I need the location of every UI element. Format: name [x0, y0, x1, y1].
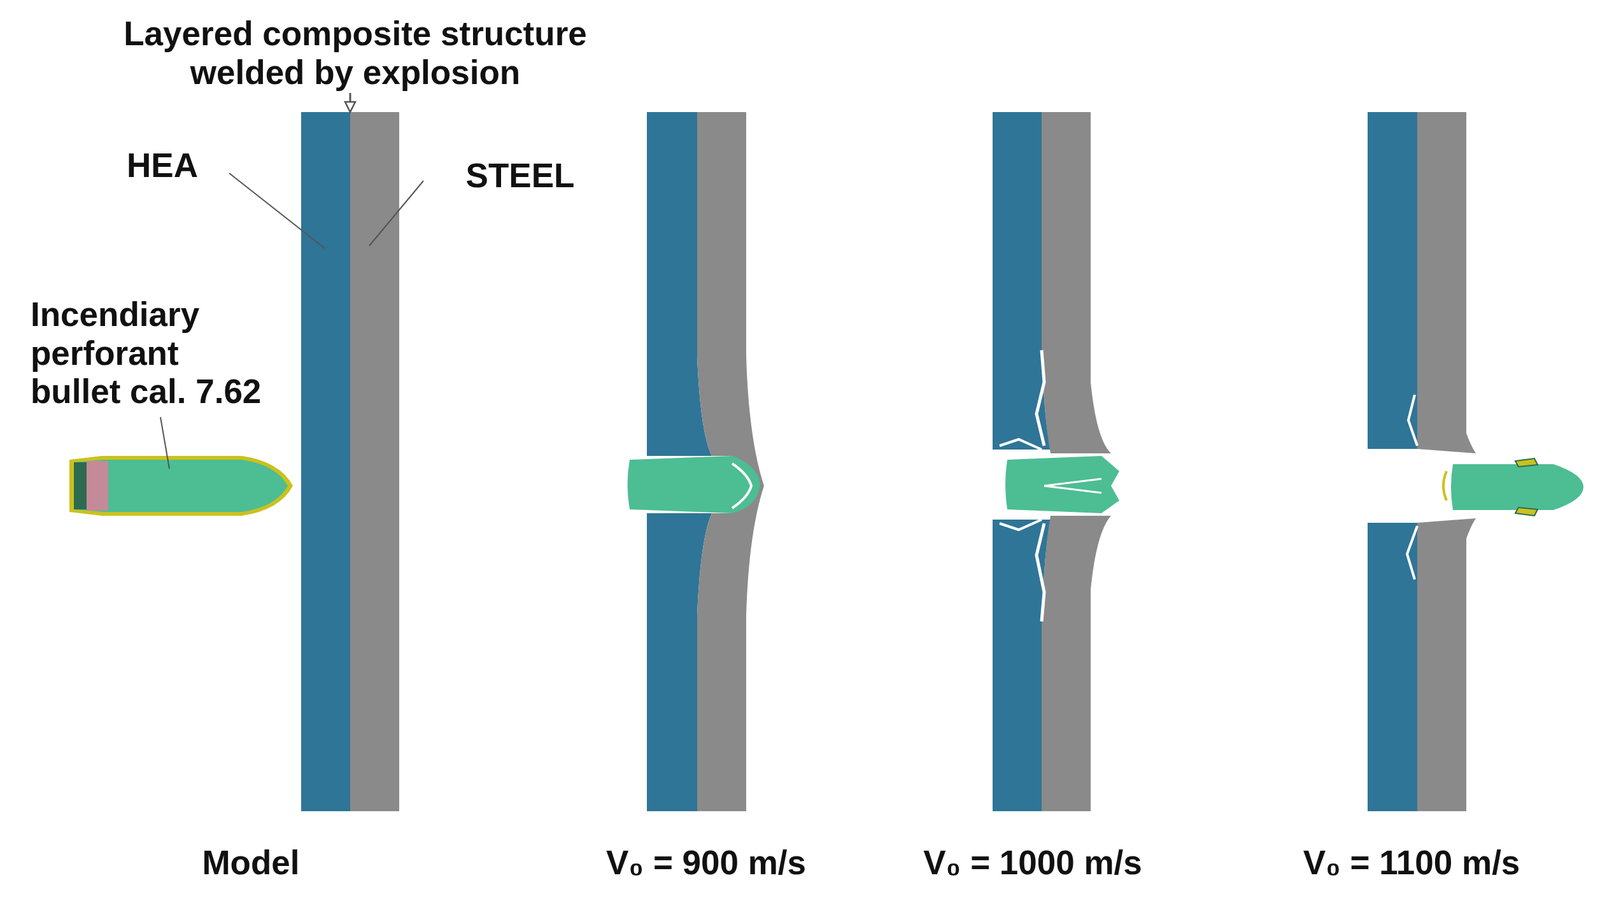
- steel-layer: [1417, 112, 1476, 454]
- bullet-fold: [732, 463, 752, 509]
- plate-1100: [1367, 112, 1584, 812]
- deformed-bullet: [1005, 455, 1120, 514]
- hea-layer: [301, 112, 351, 812]
- model-bullet: [69, 455, 293, 516]
- case-label: Model: [201, 843, 301, 883]
- plate-1000: [992, 112, 1120, 812]
- crack: [1407, 525, 1418, 580]
- incendiary-charge: [86, 460, 109, 511]
- interface-label: Layered composite structure welded by ex…: [123, 14, 588, 93]
- exit-bullet: [1451, 464, 1584, 510]
- model-plate: [301, 112, 400, 812]
- bullet-fold: [1044, 478, 1102, 486]
- projectile-label: Incendiary perforant bullet cal. 7.62: [30, 295, 263, 412]
- crack: [1408, 394, 1418, 446]
- crack: [999, 439, 1042, 450]
- jacket-fragment: [1443, 471, 1447, 501]
- steel-layer: [1041, 112, 1112, 454]
- pointer-arrow: [349, 92, 352, 102]
- velocity-label: V₀ = 1000 m/s: [922, 843, 1143, 883]
- crack: [1036, 350, 1045, 446]
- crack: [999, 519, 1042, 530]
- crack: [1036, 523, 1045, 622]
- plate-900: [627, 112, 765, 812]
- steel-layer: [350, 112, 400, 812]
- bullet-base: [73, 462, 87, 510]
- deformed-bullet: [627, 455, 761, 514]
- bullet-core: [73, 459, 288, 512]
- hea-layer: [1367, 522, 1418, 812]
- velocity-label: V₀ = 1100 m/s: [1302, 843, 1522, 883]
- leader-line: [229, 173, 325, 249]
- layer-label: STEEL: [465, 156, 576, 196]
- steel-layer: [1041, 515, 1112, 812]
- jacket-fragment: [1515, 458, 1538, 467]
- bullet-fold: [1044, 485, 1102, 493]
- jacket-fragment: [1515, 507, 1538, 516]
- steel-layer: [1417, 518, 1476, 812]
- bullet-jacket: [69, 455, 293, 516]
- velocity-label: V₀ = 900 m/s: [605, 843, 808, 883]
- leader-line: [369, 180, 424, 246]
- leader-line: [160, 417, 170, 469]
- hea-layer: [1367, 112, 1418, 449]
- pointer-arrowhead: [345, 101, 356, 113]
- layer-label: HEA: [126, 146, 199, 186]
